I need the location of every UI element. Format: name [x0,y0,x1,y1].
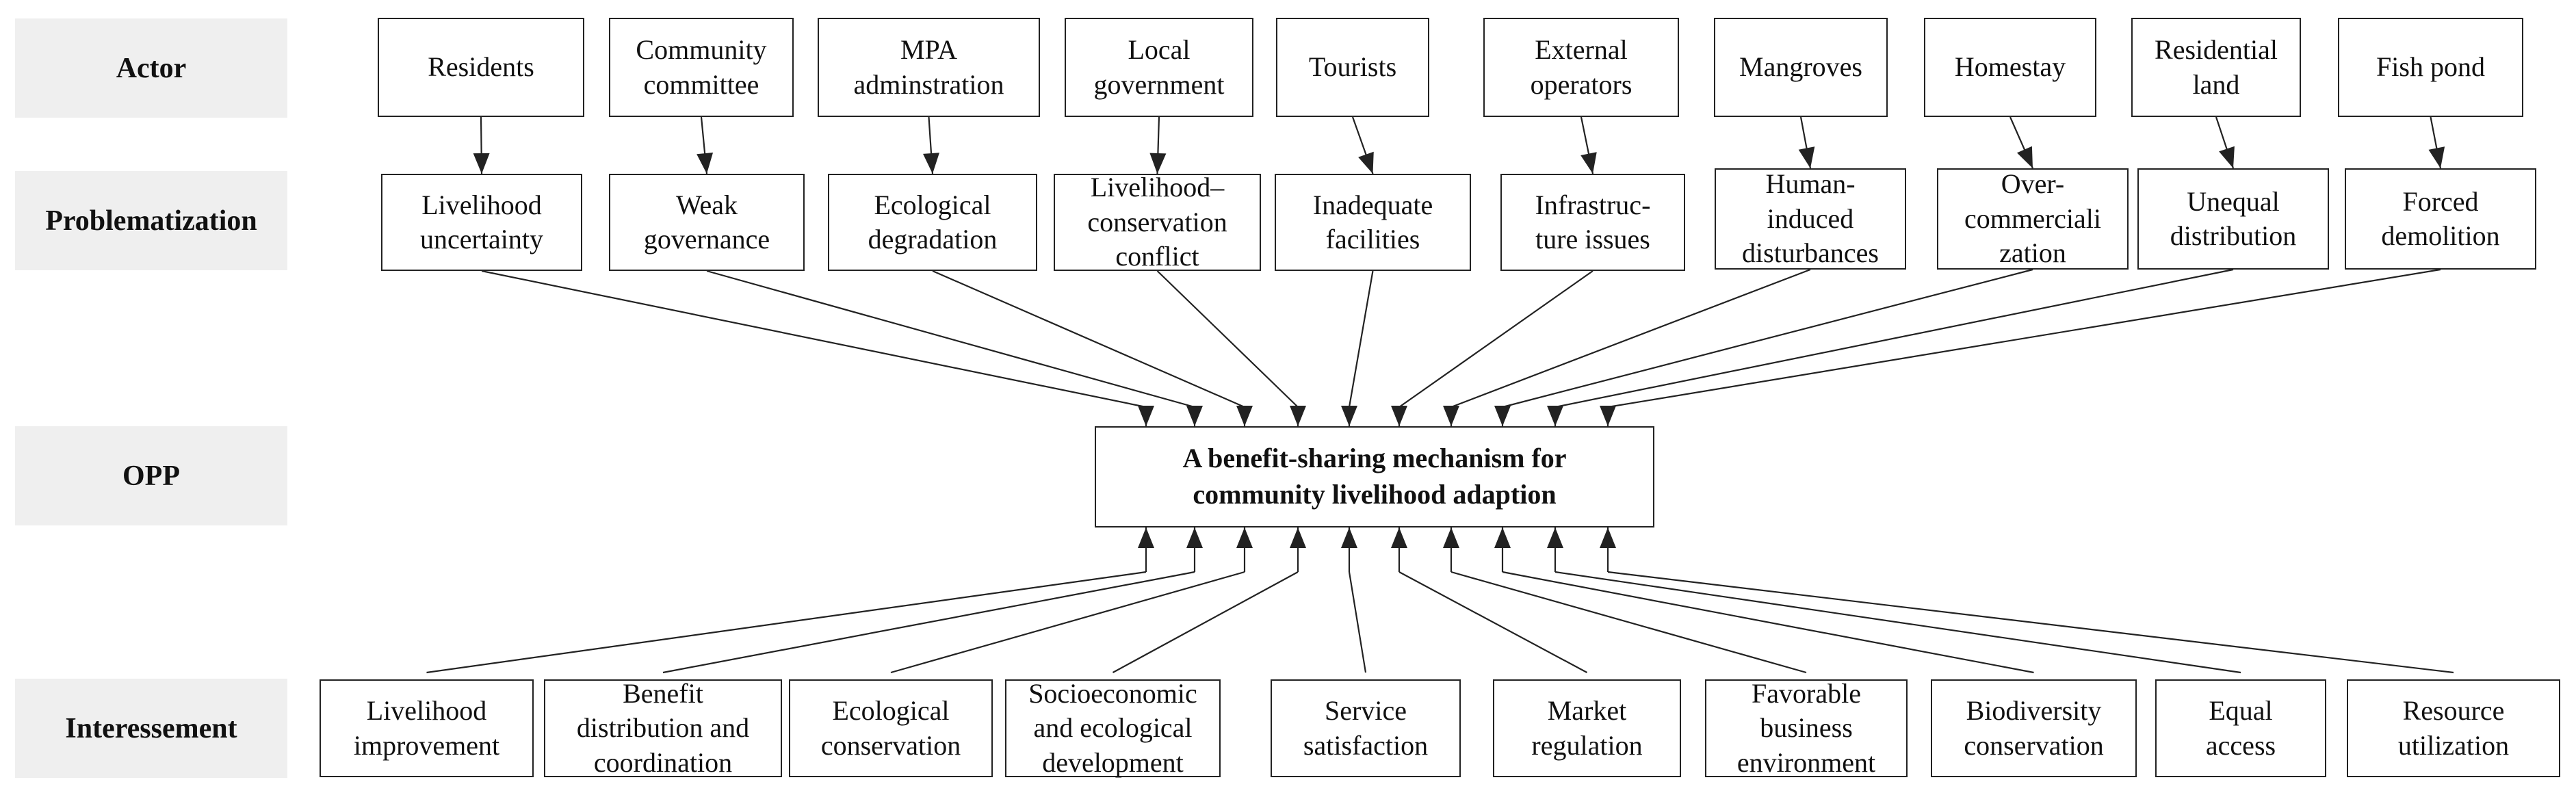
actor-box: Mangroves [1714,18,1888,117]
arrowhead [473,153,490,174]
arrowhead [1391,406,1407,426]
interessement-opp-link [426,571,1147,674]
arrowhead [1494,406,1511,426]
interessement-box: Ecological conservation [789,679,993,777]
problem-box: Over- commerciali zation [1937,168,2129,270]
problem-opp-link [1156,270,1299,408]
arrowhead [1236,527,1253,548]
arrowhead [1290,406,1306,426]
interessement-opp-link [1554,571,2241,674]
interessement-opp-link [1112,571,1299,673]
arrowhead [2219,146,2235,168]
arrowhead [1600,527,1616,548]
problem-opp-link [1348,270,1374,408]
arrowhead [1547,406,1563,426]
problem-box: Weak governance [609,174,805,271]
interessement-box: Favorable business environment [1705,678,1908,778]
arrowhead [2428,146,2445,168]
actor-box: Homestay [1924,18,2096,117]
interessement-box: Socioeconomic and ecological development [1005,678,1221,778]
actor-box: Local government [1065,18,1253,117]
problem-box: Inadequate facilities [1275,174,1471,271]
interessement-opp-link [1450,571,1807,674]
arrowhead [1600,406,1616,426]
interessement-box: Livelihood improvement [320,679,534,777]
interessement-opp-link [662,571,1195,674]
arrowhead [1494,527,1511,548]
arrowhead [1236,406,1253,426]
arrowhead [1149,153,1167,174]
arrowhead [1443,406,1459,426]
arrowhead [1290,527,1306,548]
problem-opp-link [1502,268,2033,408]
problem-opp-link [1607,268,2441,408]
actor-box: Fish pond [2338,18,2523,117]
opp-box: A benefit-sharing mechanism for communit… [1095,426,1654,527]
interessement-opp-link [890,571,1245,674]
problem-box: Livelihood uncertainty [381,174,582,271]
arrowhead [1186,527,1203,548]
row-label-interessement: Interessement [15,679,287,778]
interessement-box: Benefit distribution and coordination [544,678,782,778]
arrowhead [1547,527,1563,548]
actor-box: Community committee [609,18,794,117]
arrowhead [1341,406,1357,426]
interessement-opp-link [1348,571,1367,673]
arrowhead [1798,146,1815,168]
actor-box: External operators [1483,18,1679,117]
problem-box: Human- induced disturbances [1715,168,1906,270]
actor-box: Residents [378,18,584,117]
actor-box: Residential land [2131,18,2301,117]
arrowhead [1341,527,1357,548]
problem-opp-link [1398,270,1593,408]
interessement-box: Biodiversity conservation [1931,679,2137,777]
actor-box: MPA adminstration [818,18,1040,117]
problem-box: Infrastruc- ture issues [1500,174,1685,271]
arrowhead [1138,527,1154,548]
arrowhead [697,152,714,174]
problem-opp-link [1554,268,2234,408]
arrowhead [1186,406,1203,426]
arrowhead [1138,406,1154,426]
interessement-box: Equal access [2155,679,2326,777]
problem-box: Unequal distribution [2137,168,2329,270]
interessement-box: Service satisfaction [1271,679,1461,777]
problem-box: Livelihood– conservation conflict [1054,172,1261,272]
problem-opp-link [1450,268,1811,408]
interessement-opp-link [1607,571,2454,674]
interessement-opp-link [1502,571,2034,674]
interessement-opp-link [1398,571,1588,673]
arrowhead [1443,527,1459,548]
interessement-box: Market regulation [1493,679,1681,777]
problem-opp-link [932,270,1245,408]
row-label-opp: OPP [15,426,287,525]
arrowhead [1391,527,1407,548]
actor-box: Tourists [1276,18,1429,117]
problem-box: Ecological degradation [828,174,1037,271]
interessement-box: Resource utilization [2347,679,2560,777]
arrowhead [1580,152,1597,174]
arrowhead [2016,146,2033,168]
row-label-actor: Actor [15,18,287,118]
problem-opp-link [481,270,1147,408]
row-label-problematization: Problematization [15,171,287,270]
arrowhead [1358,151,1374,174]
problem-box: Forced demolition [2345,168,2536,270]
problem-opp-link [706,270,1195,408]
arrowhead [923,153,939,174]
